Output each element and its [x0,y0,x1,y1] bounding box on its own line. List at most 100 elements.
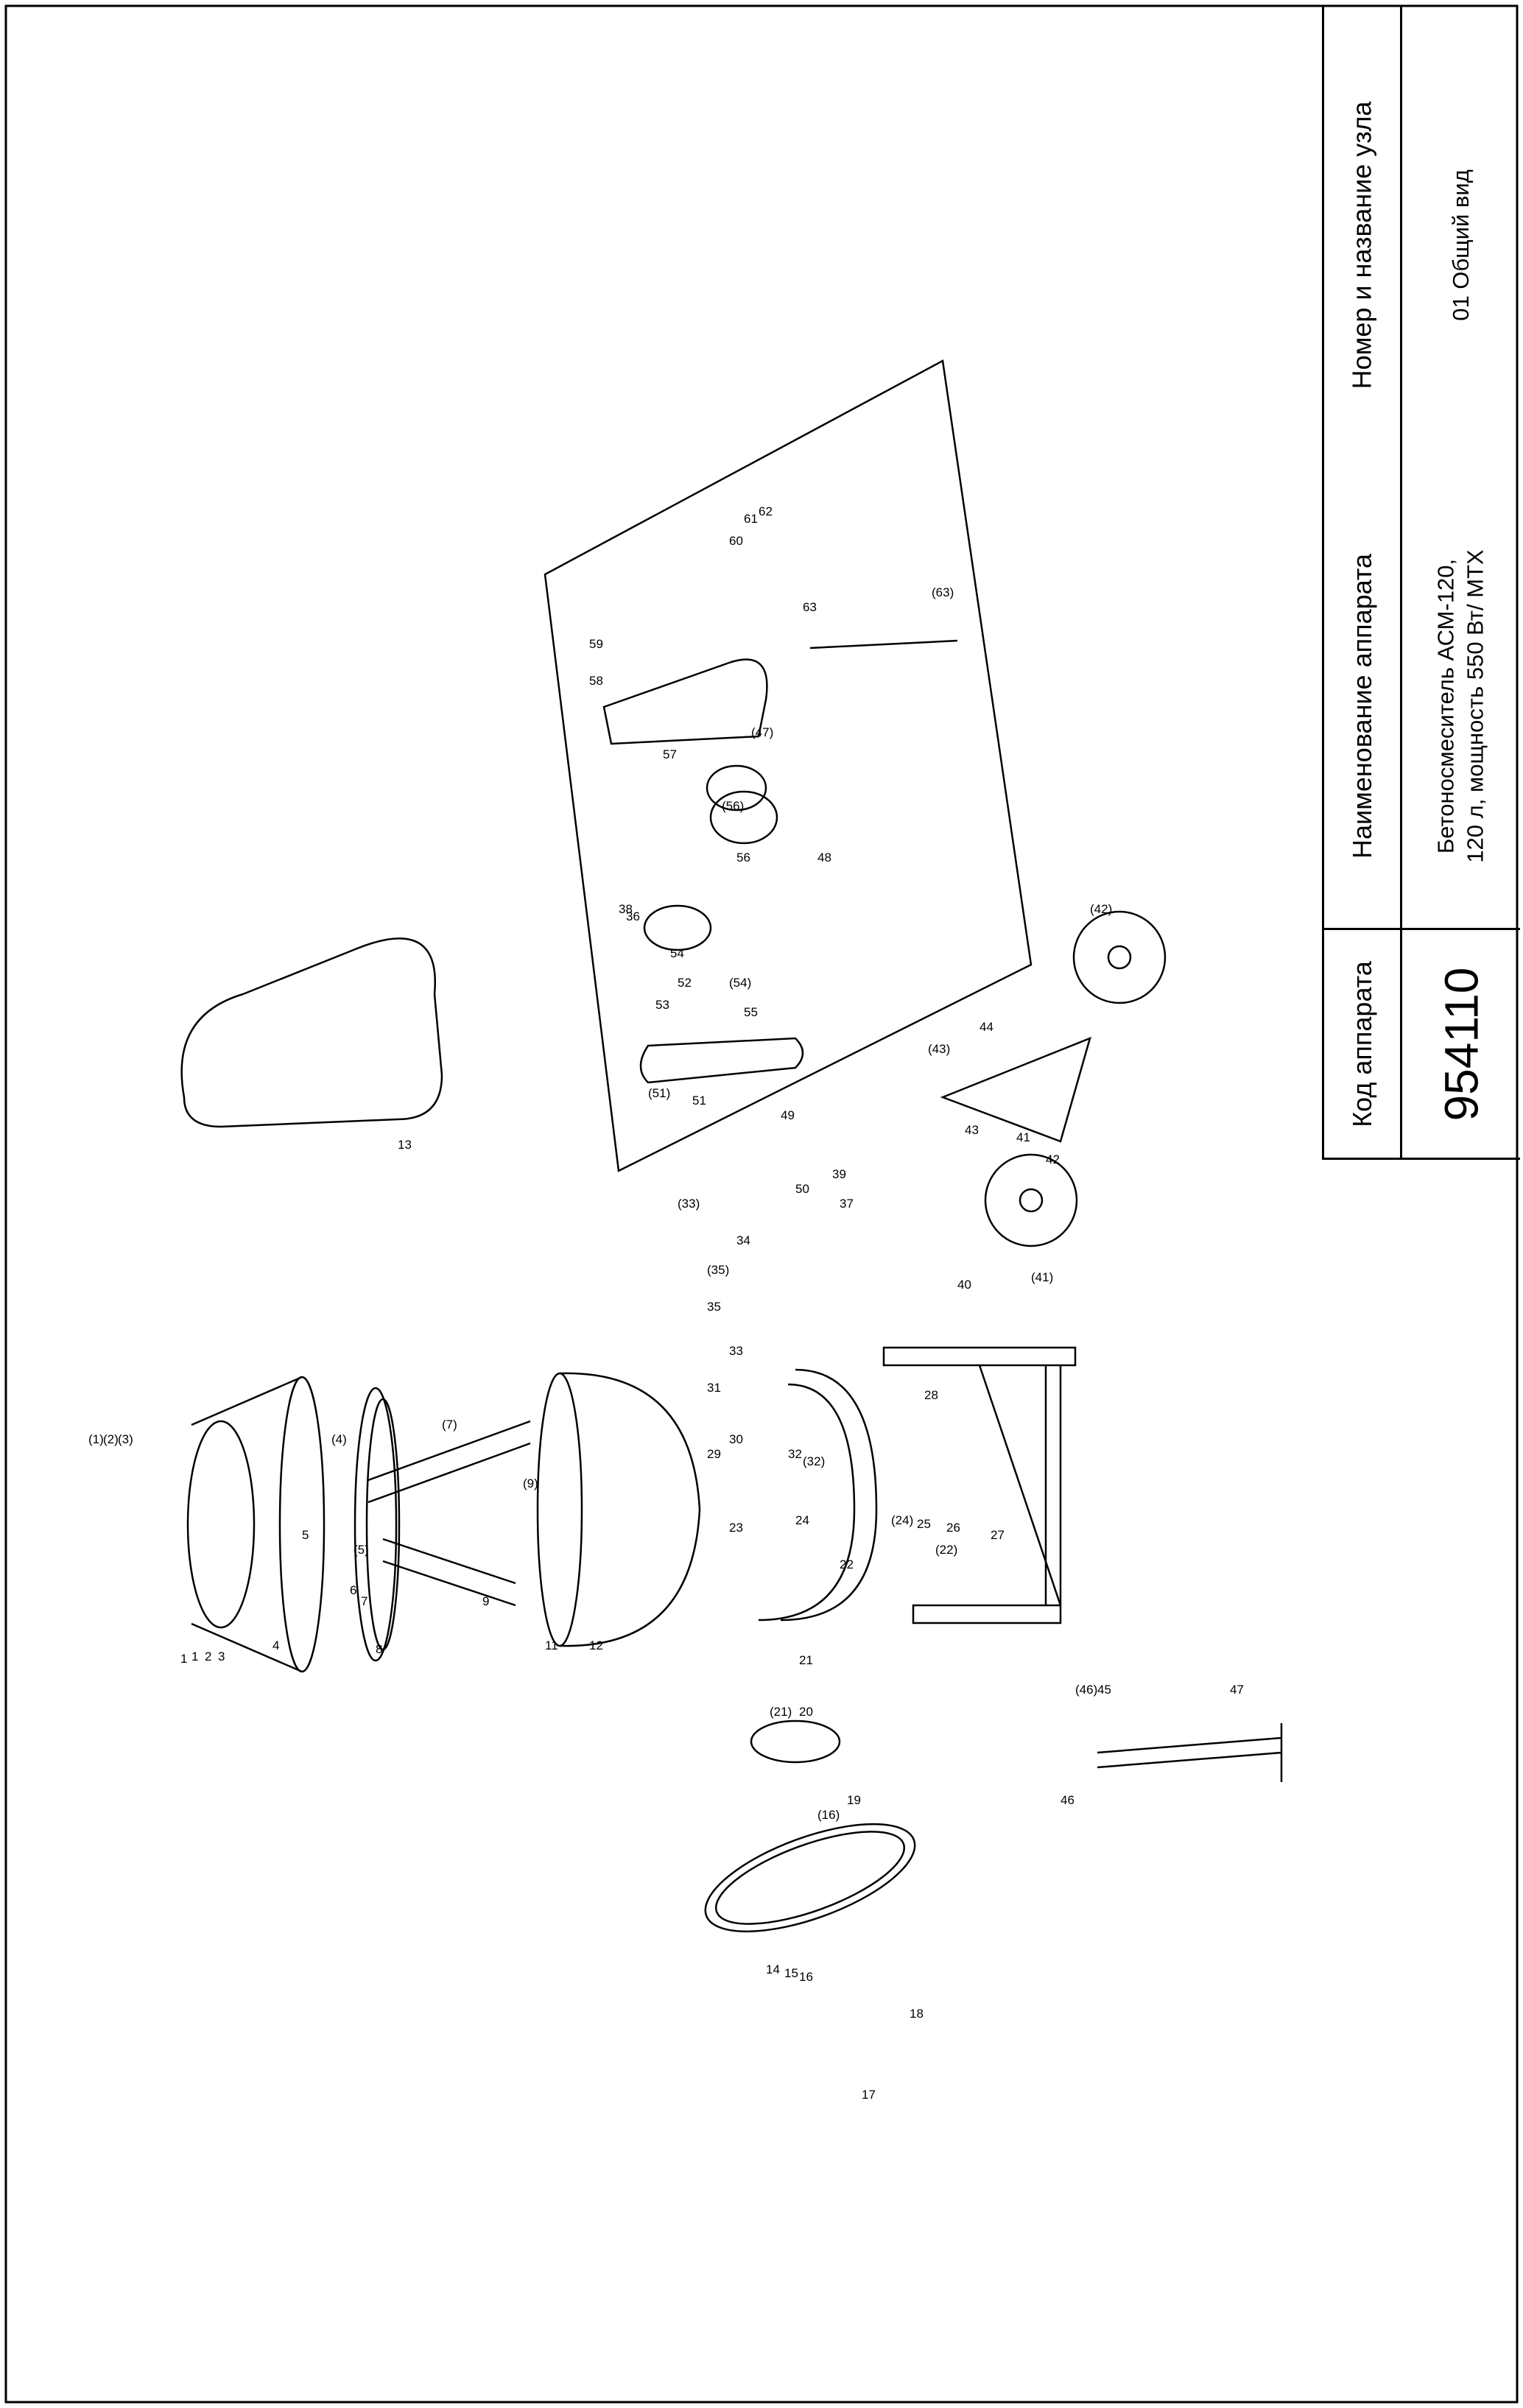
callout-label: 9 [482,1594,489,1608]
callout-label: 17 [862,2088,876,2102]
mixing-blades [367,1420,531,1607]
stand-frame [882,1346,1077,1624]
callout-label: 61 [744,512,758,526]
callout-label: 3 [218,1650,225,1664]
callout-label: 39 [832,1167,846,1181]
name-value-line1: Бетоносмеситель АСМ-120, [1433,558,1459,854]
callout-label: (46) [1075,1683,1097,1697]
node-value-cell: 01 Общий вид [1402,6,1520,485]
code-header-cell: Код аппарата [1324,930,1402,1160]
drum-body [536,1372,701,1647]
callout-label: 16 [799,1970,813,1984]
callout-label: (63) [932,585,954,599]
name-header: Наименование аппарата [1346,554,1377,859]
callout-label: 53 [655,998,669,1012]
callout-label: (54) [729,976,751,990]
callout-label: 46 [1061,1793,1074,1807]
callout-label: 52 [678,976,692,990]
callout-label: 62 [759,504,773,518]
callout-label: 56 [736,851,750,865]
sheet-frame [4,4,1519,2404]
callout-label: 57 [663,747,677,761]
callout-label: 27 [991,1528,1005,1542]
callout-label: 63 [803,600,817,614]
callout-label: 41 [1016,1130,1030,1144]
callout-label: 12 [589,1638,603,1652]
callout-label: (22) [935,1543,957,1557]
callout-label: (43) [928,1042,950,1056]
motor-cover [180,937,443,1128]
callout-label: 7 [361,1594,367,1608]
callout-label: 42 [1046,1152,1060,1166]
name-header-cell: Наименование аппарата [1324,485,1402,930]
motor-assembly-box [544,359,1033,1172]
callout-label: 22 [840,1557,854,1571]
code-value-cell: 954110 [1402,930,1520,1160]
callout-label: (21) [770,1705,792,1719]
code-header: Код аппарата [1346,960,1377,1127]
code-value: 954110 [1435,967,1488,1121]
wheel-left [984,1153,1078,1247]
callout-label: 1 [180,1652,187,1666]
callout-label: 11 [545,1638,558,1652]
callout-label: 32 [788,1447,802,1461]
callout-label: 20 [799,1705,813,1719]
callout-label: (42) [1090,902,1112,916]
callout-label: (24) [891,1513,913,1527]
callout-label: (33) [678,1197,700,1211]
callout-label: 34 [736,1233,750,1247]
name-value: Бетоносмеситель АСМ-120, 120 л, мощность… [1432,549,1491,862]
callout-label: (51) [648,1086,670,1100]
callout-label: (3) [118,1432,133,1446]
callout-label: 2 [205,1650,211,1664]
callout-label: 4 [272,1638,279,1652]
callout-label: 13 [398,1138,412,1152]
name-value-line2: 120 л, мощность 550 Вт/ МТХ [1463,549,1488,863]
title-block: Код аппарата 954110 Наименование аппарат… [1322,6,1520,1160]
callout-label: (4) [331,1432,347,1446]
callout-label: 31 [707,1381,721,1395]
callout-label: 43 [965,1123,979,1137]
name-value-cell: Бетоносмеситель АСМ-120, 120 л, мощность… [1402,485,1520,930]
drive-pulley [643,904,712,951]
callout-label: 37 [840,1197,854,1211]
callout-label: 8 [376,1642,382,1656]
callout-label: (35) [707,1263,729,1277]
drum-cone [186,1376,326,1673]
callout-label: 5 [302,1528,309,1542]
node-value: 01 Общий вид [1448,169,1474,321]
motor-body [706,764,778,845]
callout-label: 21 [799,1653,813,1667]
callout-label: 48 [817,851,831,865]
callout-label: (41) [1031,1270,1053,1284]
callout-label: 33 [729,1344,743,1358]
motor-plate [639,1037,804,1084]
callout-label: (9) [523,1476,538,1490]
callout-label: 25 [917,1517,931,1531]
wheel-bracket [940,1036,1091,1143]
callout-label: 23 [729,1521,743,1535]
wheel-right [1072,910,1167,1004]
callout-label: 47 [1230,1683,1244,1697]
callout-label: 18 [910,2007,924,2021]
callout-label: 58 [589,674,603,688]
callout-label: 60 [729,534,743,548]
callout-label: 38 [619,902,633,916]
yoke-arm [758,1368,878,1622]
callout-label: (32) [803,1454,825,1468]
ring-gear [750,1719,841,1764]
callout-label: (56) [722,799,744,813]
callout-label: 54 [670,946,684,960]
callout-label: (7) [442,1418,457,1432]
callout-label: 29 [707,1447,721,1461]
callout-label: 55 [744,1005,758,1019]
power-cord [809,639,958,649]
callout-label: 44 [979,1020,993,1034]
callout-label: 59 [589,637,603,651]
callout-label: 19 [847,1793,861,1807]
callout-label: 28 [924,1388,938,1402]
callout-label: 50 [795,1182,809,1196]
callout-label: 26 [946,1521,960,1535]
callout-label: (2) [103,1432,119,1446]
